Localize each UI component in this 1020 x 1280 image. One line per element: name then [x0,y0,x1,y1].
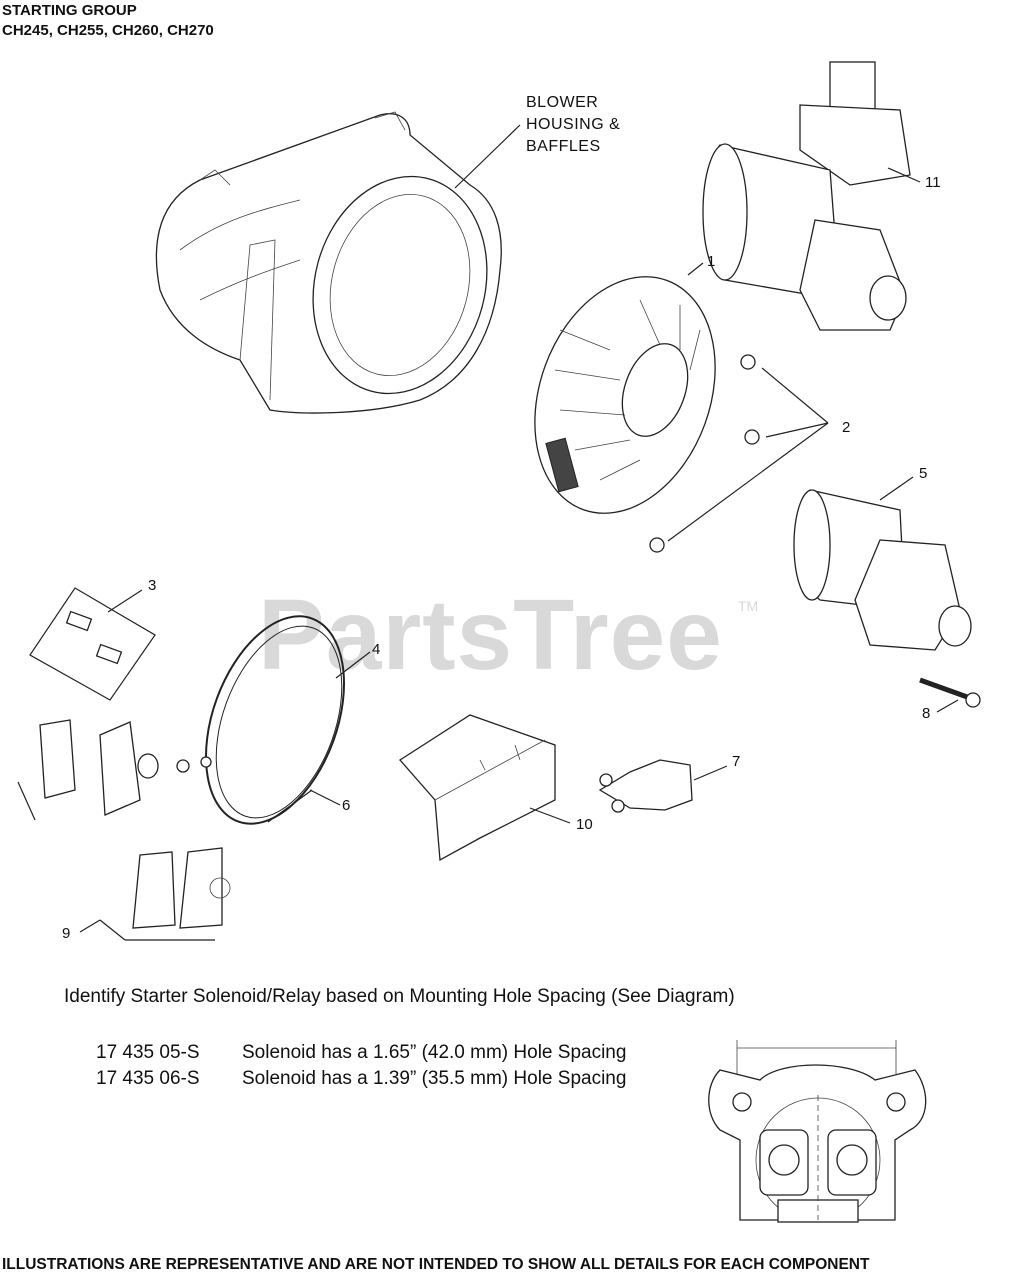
bolt-drawing[interactable] [919,677,981,708]
parts-list-row: 17 435 05-S Solenoid has a 1.65” (42.0 mm… [96,1040,626,1066]
part-number[interactable]: 17 435 06-S [96,1068,200,1089]
solenoid-drawing[interactable] [598,759,693,813]
blower-housing-drawing[interactable] [155,111,510,414]
flywheel-screen-drawing[interactable] [503,251,746,538]
starter-motor-5-drawing[interactable] [793,489,972,651]
callout-6[interactable]: 6 [342,797,351,814]
callout-10[interactable]: 10 [576,816,593,833]
parts-list-row: 17 435 06-S Solenoid has a 1.39” (35.5 mm… [96,1066,626,1092]
handle-halves-drawing[interactable] [132,847,231,929]
watermark: PartsTree [258,579,723,691]
starter-handle-drawing[interactable] [39,719,212,816]
callout-4[interactable]: 4 [372,641,381,658]
callout-11[interactable]: 11 [925,174,941,191]
solenoid-parts-list: 17 435 05-S Solenoid has a 1.65” (42.0 mm… [96,1040,626,1092]
callout-1[interactable]: 1 [707,253,716,270]
starter-rope-drawing[interactable] [180,597,370,842]
callout-3[interactable]: 3 [148,577,157,594]
blower-housing-label: BLOWER HOUSING & BAFFLES [526,94,621,155]
callout-9[interactable]: 9 [62,925,71,942]
callout-8[interactable]: 8 [922,705,931,722]
callout-5[interactable]: 5 [919,465,928,482]
solenoid-spacing-drawing [708,1040,927,1223]
screws-drawing[interactable] [649,354,760,553]
callout-2[interactable]: 2 [842,419,851,436]
pawl-kit-drawing[interactable] [29,587,156,701]
model-numbers: CH245, CH255, CH260, CH270 [2,22,214,39]
page-title: STARTING GROUP [2,2,137,19]
solenoid-identification-note: Identify Starter Solenoid/Relay based on… [64,986,735,1007]
disclaimer-footer: ILLUSTRATIONS ARE REPRESENTATIVE AND ARE… [2,1256,870,1273]
leader-lines [17,124,959,941]
bracket-drawing[interactable] [399,714,556,862]
part-description: Solenoid has a 1.65” (42.0 mm) Hole Spac… [242,1042,627,1063]
watermark-trademark: TM [738,598,759,614]
part-number[interactable]: 17 435 05-S [96,1042,200,1063]
starter-motor-11-drawing[interactable] [702,61,911,331]
callout-7[interactable]: 7 [732,753,741,770]
part-description: Solenoid has a 1.39” (35.5 mm) Hole Spac… [242,1068,627,1089]
